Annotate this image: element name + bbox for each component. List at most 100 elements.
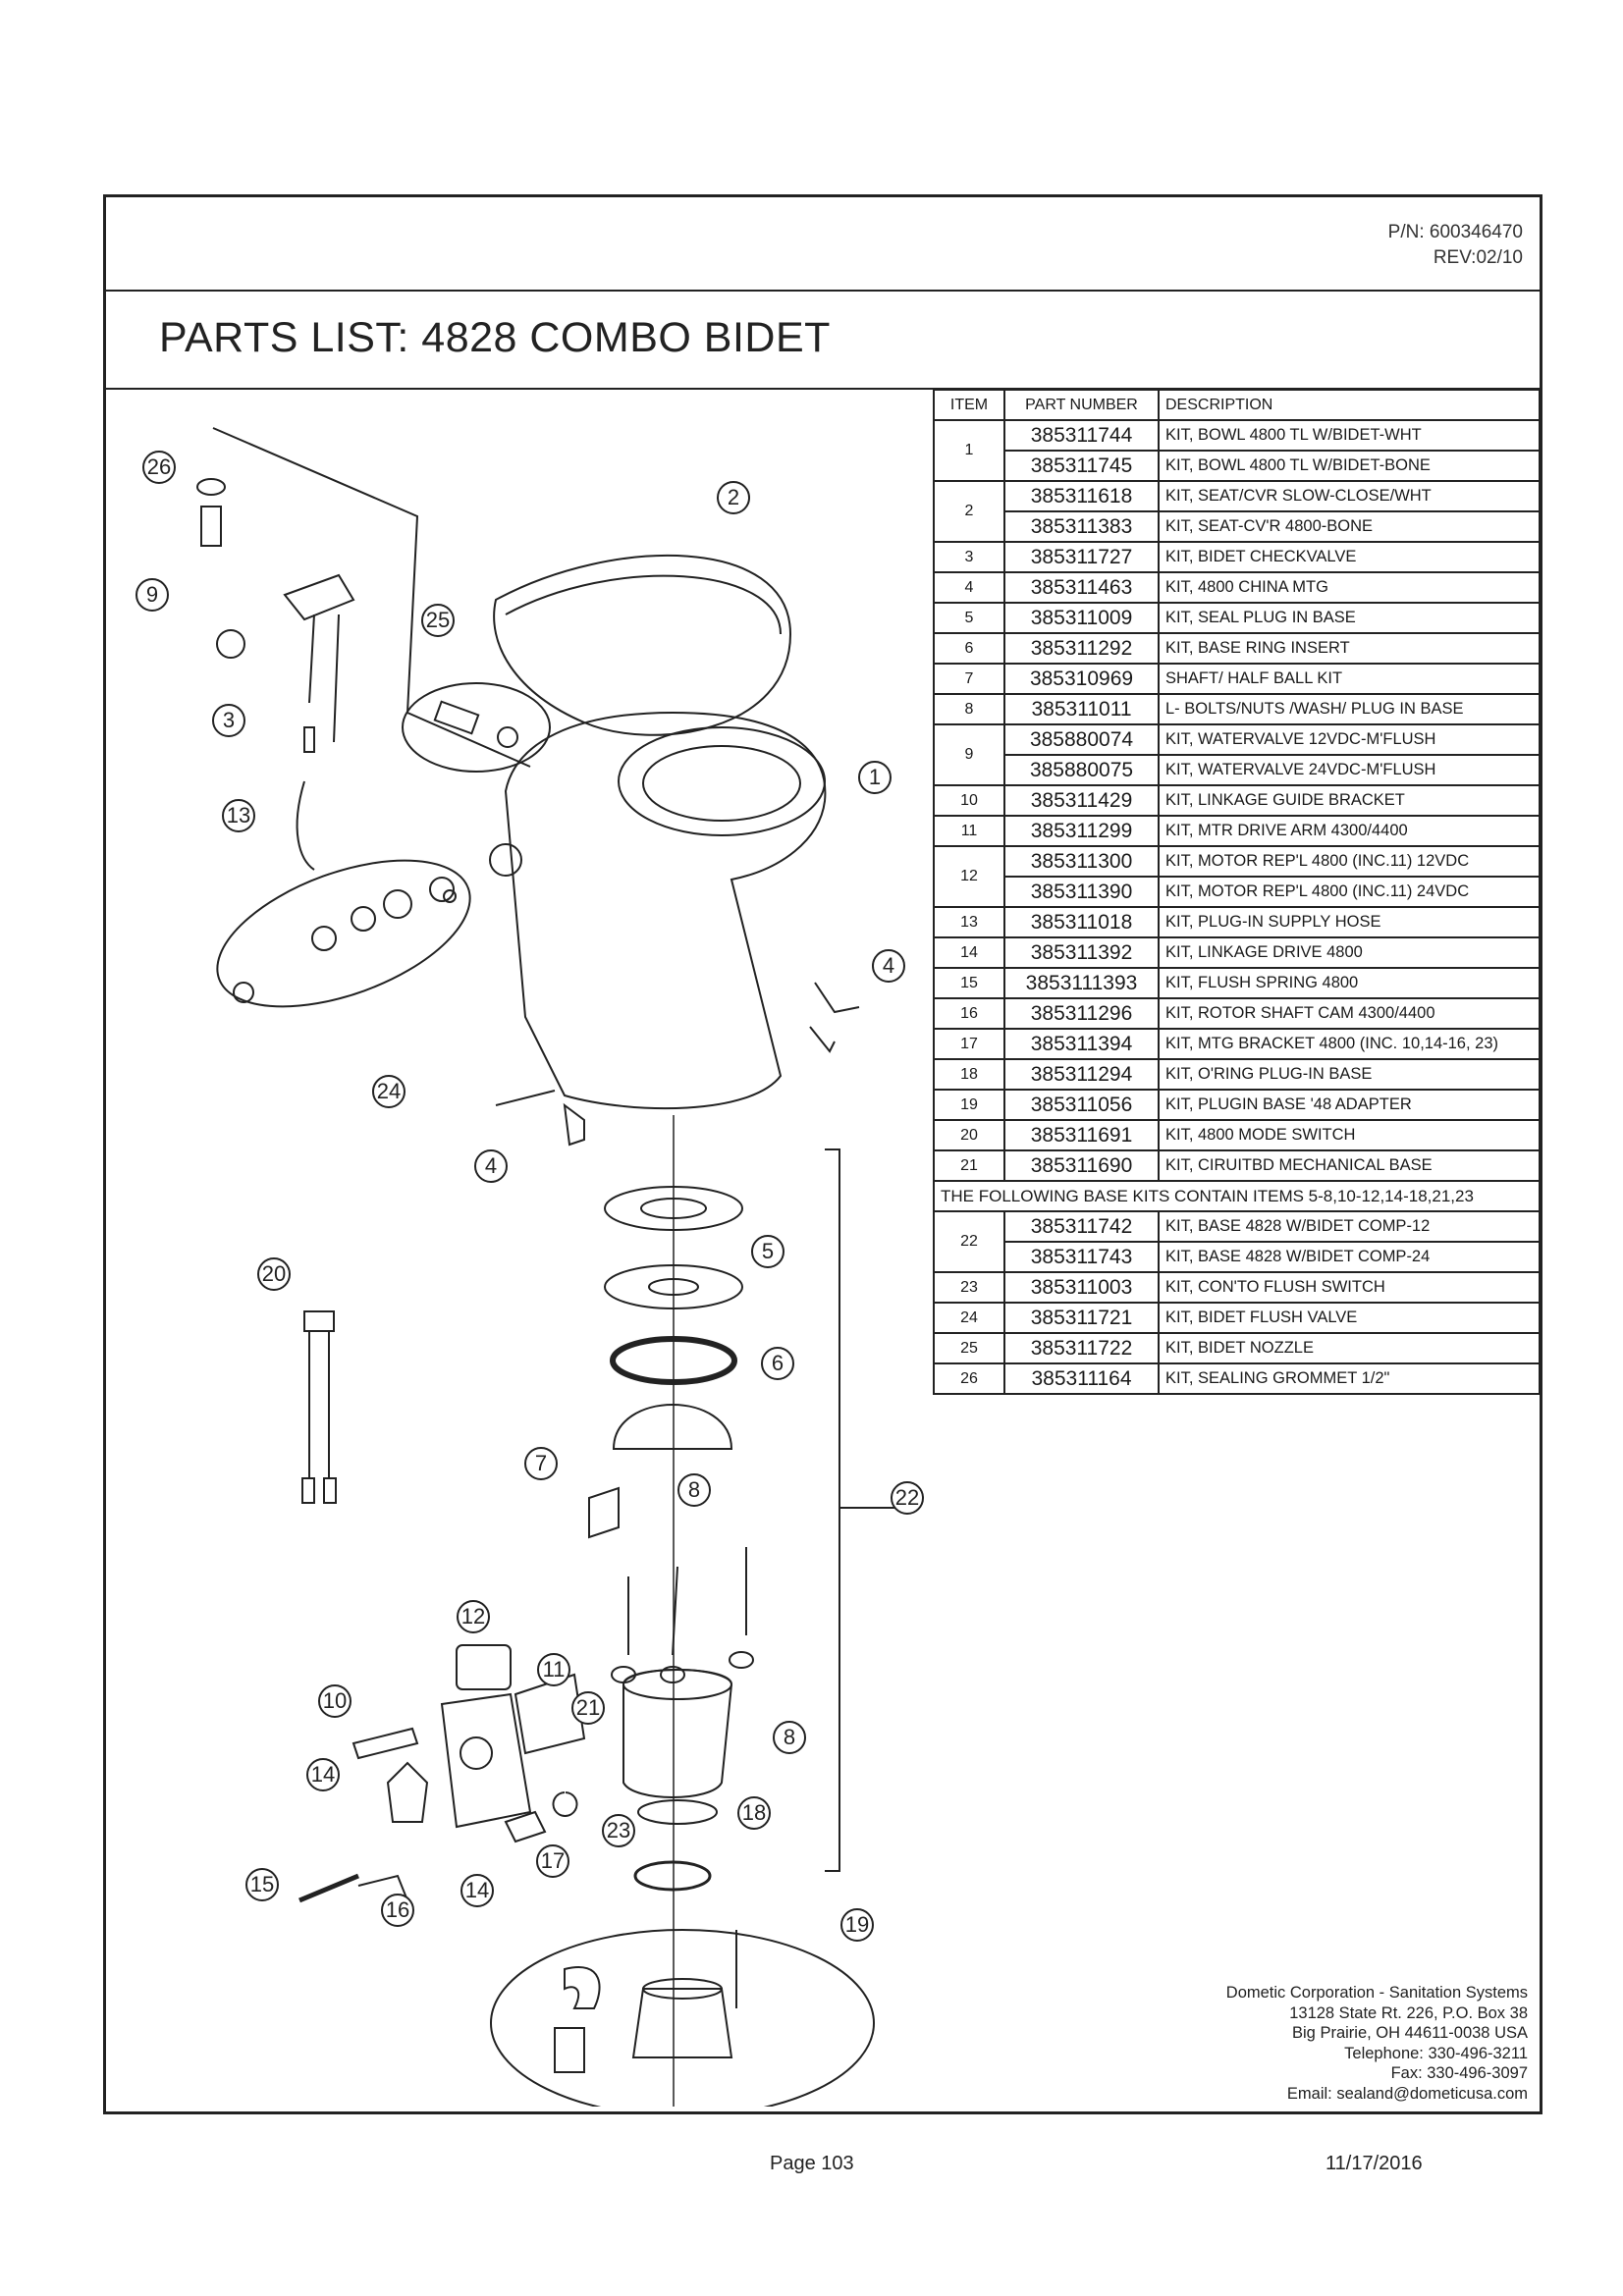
- callout-circle: [761, 1347, 794, 1380]
- callout-balloon: 8: [677, 1473, 711, 1507]
- description-cell: KIT, CON'TO FLUSH SWITCH: [1158, 1271, 1541, 1304]
- street: 13128 State Rt. 226, P.O. Box 38: [1289, 2003, 1528, 2022]
- part-number-cell: 385311011: [1003, 693, 1160, 725]
- callout-balloon: 2: [717, 481, 750, 514]
- callout-balloon: 4: [872, 949, 905, 983]
- callout-label: 20: [262, 1261, 286, 1286]
- callout-label: 23: [607, 1818, 630, 1842]
- part-number-cell: 385311294: [1003, 1058, 1160, 1091]
- description-cell: KIT, MOTOR REP'L 4800 (INC.11) 12VDC: [1158, 845, 1541, 878]
- revision: REV:02/10: [1433, 247, 1523, 268]
- callout-label: 26: [147, 454, 171, 479]
- part-number-cell: 385311721: [1003, 1302, 1160, 1334]
- valve-coil: [216, 629, 245, 659]
- table-note-row: THE FOLLOWING BASE KITS CONTAIN ITEMS 5-…: [933, 1180, 1541, 1212]
- item-number: 6: [933, 632, 1005, 665]
- description-cell: KIT, SEAT/CVR SLOW-CLOSE/WHT: [1158, 480, 1541, 512]
- callout-circle: [537, 1653, 570, 1686]
- callout-label: 7: [535, 1451, 547, 1475]
- part-number-cell: 385311744: [1003, 419, 1160, 452]
- description-cell: KIT, WATERVALVE 12VDC-M'FLUSH: [1158, 723, 1541, 756]
- linkage-drive-14: [386, 1761, 429, 1823]
- callout-label: 5: [762, 1239, 774, 1263]
- callout-balloon: 13: [222, 799, 255, 832]
- bracket-22: [825, 1148, 898, 1872]
- callout-circle: [677, 1473, 711, 1507]
- column-header-description: DESCRIPTION: [1158, 389, 1541, 421]
- callout-balloon: 11: [537, 1653, 570, 1686]
- seal-plug-ring: [604, 1186, 743, 1231]
- description-cell: KIT, BIDET NOZZLE: [1158, 1332, 1541, 1364]
- description-cell: KIT, FLUSH SPRING 4800: [1158, 967, 1541, 999]
- part-number-cell: 385880074: [1003, 723, 1160, 756]
- flush-switch-23: [504, 1791, 578, 1843]
- supply-hose-13: [296, 780, 315, 871]
- email: Email: sealand@dometicusa.com: [1286, 2084, 1528, 2103]
- leader-line: [212, 427, 531, 768]
- part-number-cell: 385310969: [1003, 663, 1160, 695]
- description-cell: KIT, BASE 4828 W/BIDET COMP-12: [1158, 1210, 1541, 1243]
- callout-balloon: 21: [571, 1691, 605, 1725]
- callout-balloon: 22: [891, 1481, 924, 1515]
- base-kit-note: THE FOLLOWING BASE KITS CONTAIN ITEMS 5-…: [933, 1180, 1541, 1212]
- item-number: 3: [933, 541, 1005, 573]
- item-number: 11: [933, 815, 1005, 847]
- part-number-cell: 385311722: [1003, 1332, 1160, 1364]
- callout-circle: [858, 761, 892, 794]
- callout-circle: [524, 1447, 558, 1480]
- description-cell: KIT, LINKAGE DRIVE 4800: [1158, 936, 1541, 969]
- callout-circle: [245, 1868, 279, 1901]
- callout-label: 25: [426, 608, 450, 632]
- callout-label: 2: [728, 485, 739, 509]
- company-name: Dometic Corporation - Sanitation Systems: [1225, 1984, 1528, 2002]
- item-number: 26: [933, 1362, 1005, 1395]
- item-number: 8: [933, 693, 1005, 725]
- item-number: 4: [933, 571, 1005, 604]
- part-number-cell: 385311003: [1003, 1271, 1160, 1304]
- callout-label: 13: [227, 803, 250, 828]
- callout-balloon: 14: [306, 1758, 340, 1791]
- pipe: [554, 2027, 585, 2073]
- bidet-nozzle-group-25: [402, 682, 551, 773]
- description-cell: KIT, SEAL PLUG IN BASE: [1158, 602, 1541, 634]
- callout-label: 24: [377, 1079, 401, 1103]
- callout-balloon: 1: [858, 761, 892, 794]
- callout-circle: [474, 1149, 508, 1183]
- part-number-cell: 385311742: [1003, 1210, 1160, 1243]
- part-number-cell: 385311727: [1003, 541, 1160, 573]
- part-number-cell: 385311009: [1003, 602, 1160, 634]
- flush-valve-group-24: [216, 859, 471, 1008]
- callout-circle: [571, 1691, 605, 1725]
- half-ball-7: [612, 1404, 733, 1450]
- callout-balloon: 15: [245, 1868, 279, 1901]
- callout-balloon: 18: [737, 1796, 771, 1830]
- description-cell: KIT, 4800 MODE SWITCH: [1158, 1119, 1541, 1151]
- description-cell: KIT, O'RING PLUG-IN BASE: [1158, 1058, 1541, 1091]
- description-cell: KIT, SEALING GROMMET 1/2": [1158, 1362, 1541, 1395]
- callout-balloon: 9: [135, 578, 169, 612]
- callout-balloon: 25: [421, 604, 455, 637]
- plug-in-base: [622, 1669, 733, 1798]
- item-number: 7: [933, 663, 1005, 695]
- callout-label: 6: [772, 1351, 784, 1375]
- callout-label: 3: [223, 708, 235, 732]
- item-number: 12: [933, 845, 1005, 908]
- item-number: 18: [933, 1058, 1005, 1091]
- callout-balloon: 3: [212, 704, 245, 737]
- item-number: 17: [933, 1028, 1005, 1060]
- item-number: 16: [933, 997, 1005, 1030]
- bowl-rim: [618, 726, 826, 836]
- grommet-26: [196, 478, 226, 496]
- callout-circle: [602, 1814, 635, 1847]
- callout-label: 4: [883, 953, 894, 978]
